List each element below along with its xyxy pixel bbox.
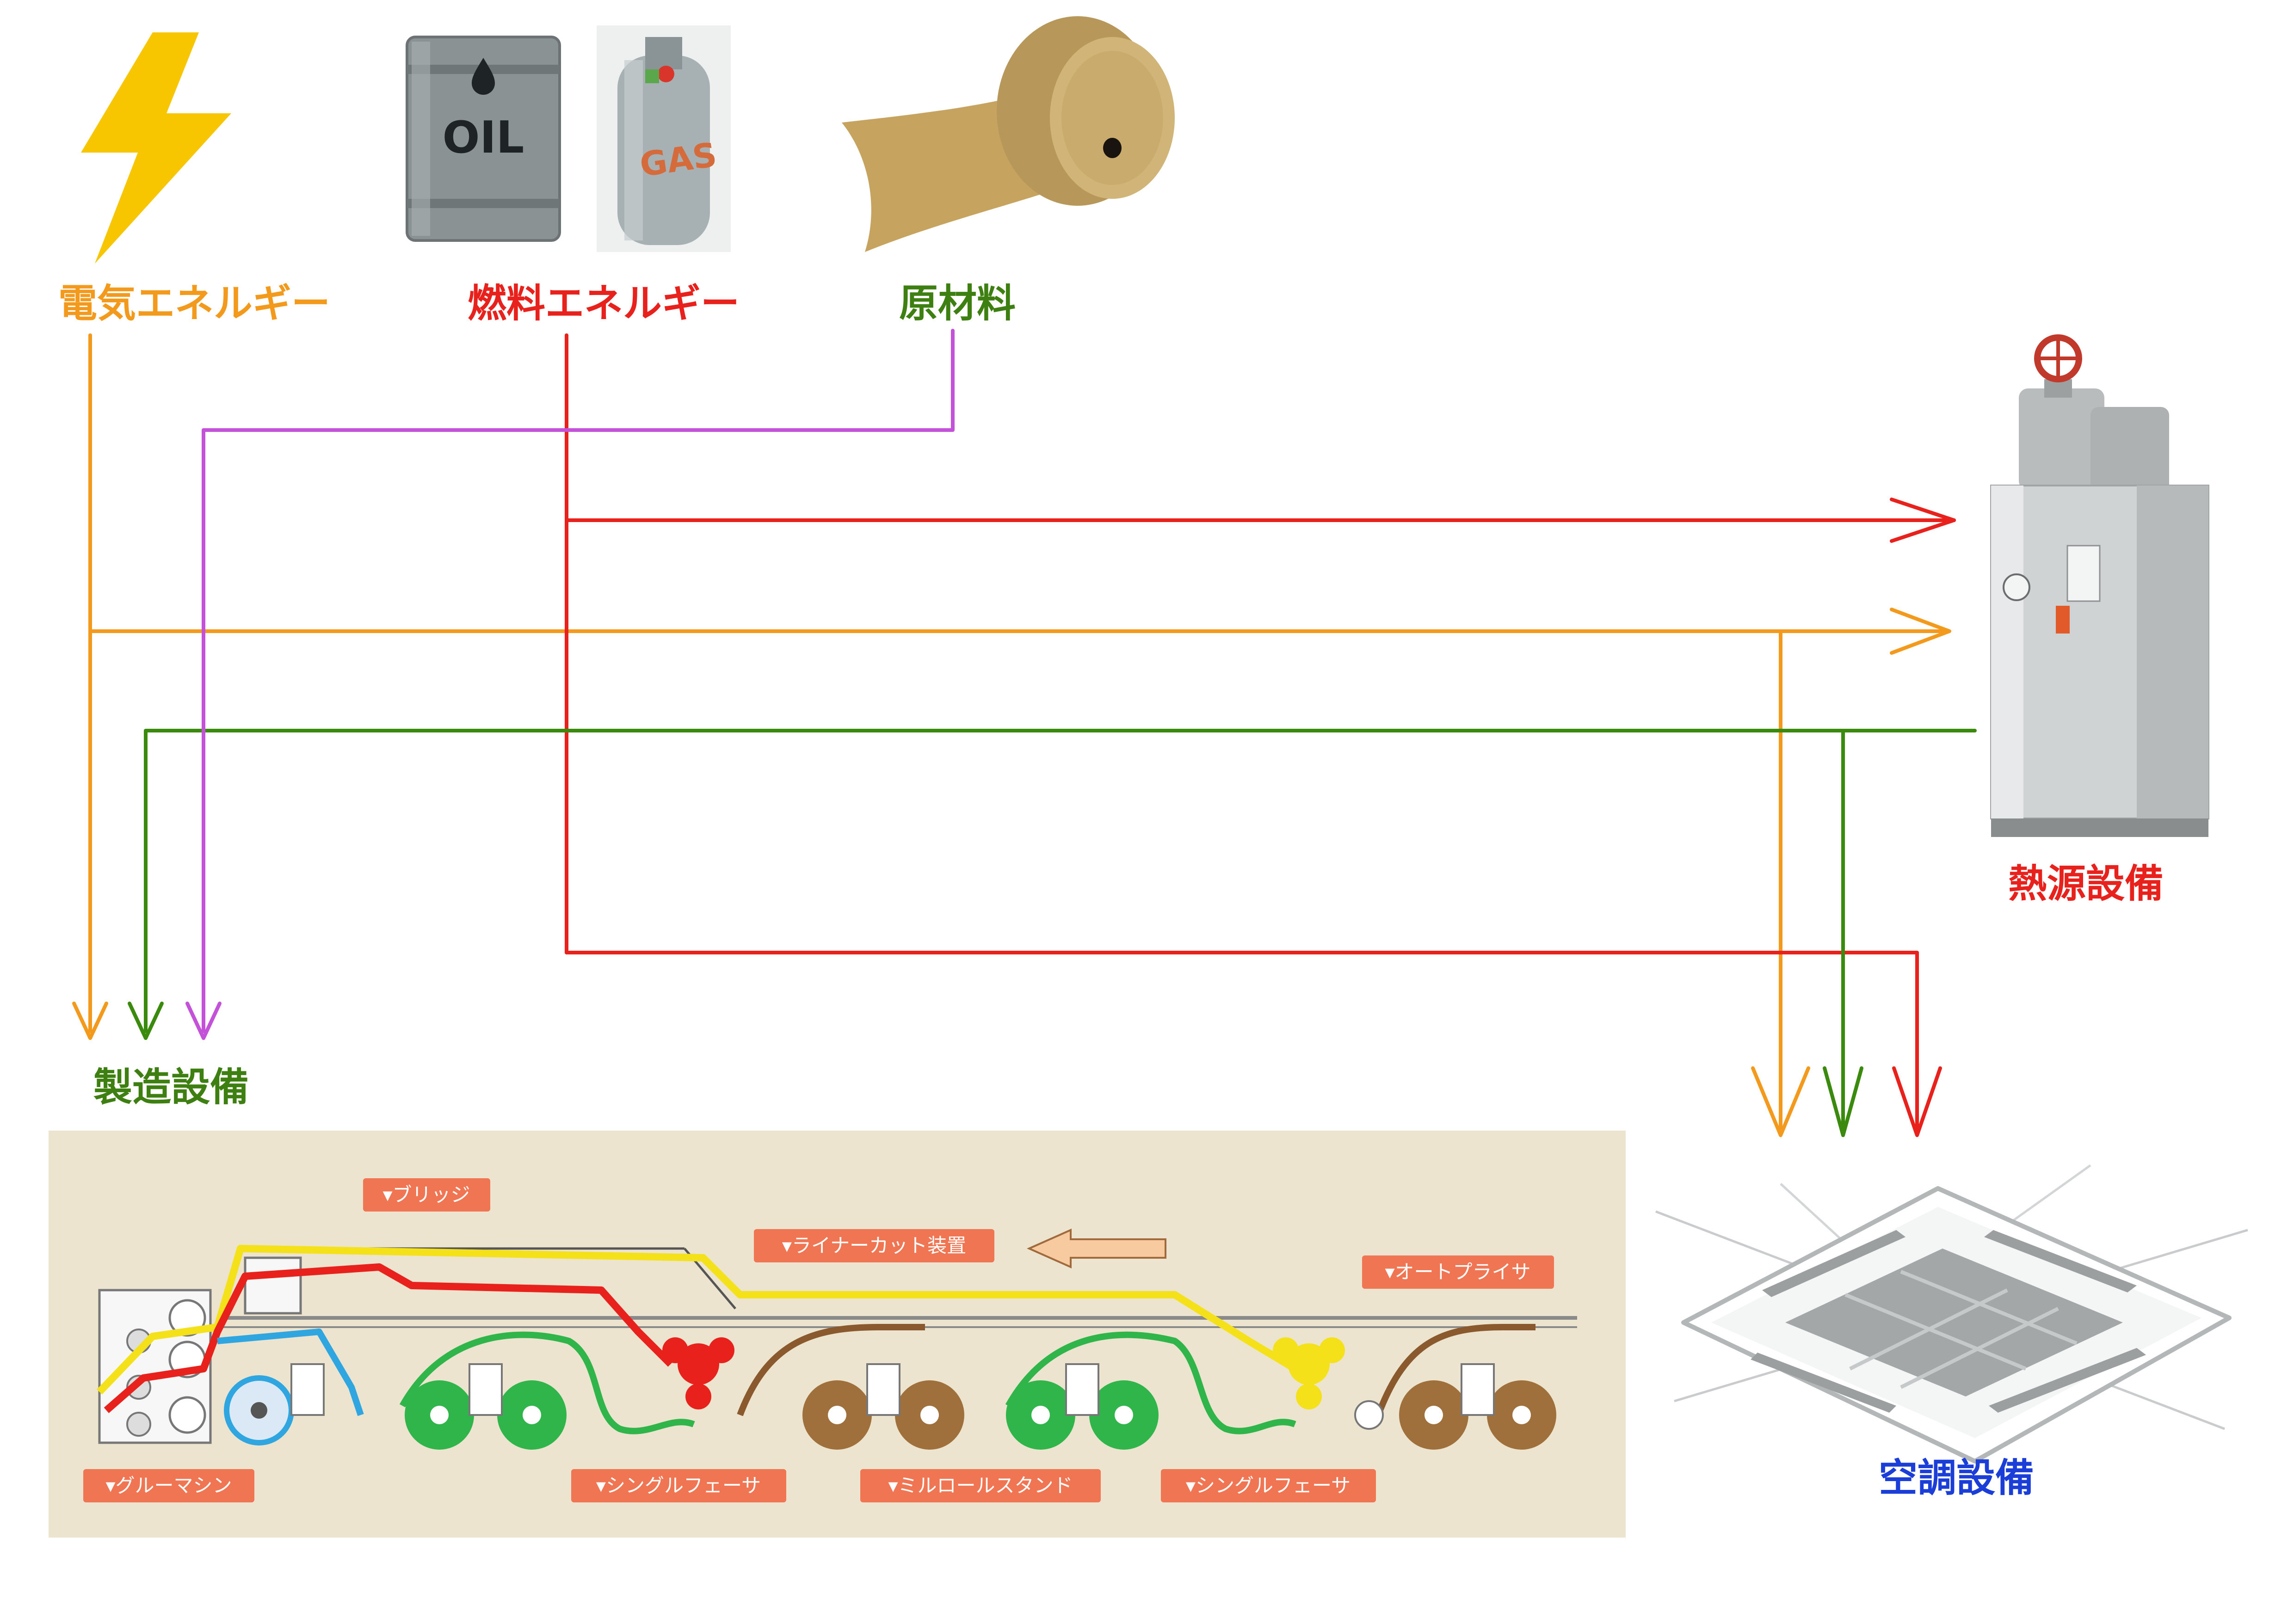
arrowhead-fuel-heat <box>1890 498 1956 543</box>
steam-flow-to-manufacturing <box>144 729 1977 1033</box>
arrowhead-electric-mfg <box>72 1002 108 1040</box>
oil-drum-text: OIL <box>443 112 524 163</box>
tag-bridge-text: ▾ブリッジ <box>382 1183 470 1206</box>
flow-lines <box>88 329 1977 1130</box>
arrowhead-steam-ac <box>1823 1066 1863 1137</box>
fuel-energy-label: 燃料エネルギー <box>468 281 740 326</box>
arrowhead-electric-ac <box>1751 1066 1810 1137</box>
lightning-bolt-icon <box>81 32 231 264</box>
arrowhead-steam-mfg <box>128 1002 164 1040</box>
tag-liner-cut-text: ▾ライナーカット装置 <box>782 1234 966 1257</box>
corrugator-schematic <box>49 1131 1626 1538</box>
manufacturing-label: 製造設備 <box>93 1064 249 1110</box>
oil-drum-icon: OIL <box>406 36 561 242</box>
tag-glue-machine-text: ▾グルーマシン <box>105 1474 232 1497</box>
electric-energy-label: 電気エネルギー <box>58 281 330 326</box>
arrowhead-material-mfg <box>185 1002 222 1040</box>
raw-material-label: 原材料 <box>899 281 1016 326</box>
gas-cylinder-icon: GAS <box>597 25 731 252</box>
paper-roll-icon <box>842 16 1175 252</box>
tag-single-facer-2-text: ▾シングルフェーサ <box>1186 1474 1350 1497</box>
air-conditioning-label: 空調設備 <box>1879 1455 2034 1501</box>
tag-mill-roll-stand-text: ▾ミルロールスタンド <box>888 1474 1073 1497</box>
air-conditioner-icon <box>1655 1164 2248 1464</box>
tag-mill-roll-stand: ▾ミルロールスタンド <box>860 1469 1101 1502</box>
tag-single-facer-2: ▾シングルフェーサ <box>1161 1469 1376 1502</box>
arrowhead-electric-heat <box>1890 608 1951 655</box>
tag-liner-cut: ▾ライナーカット装置 <box>754 1229 994 1262</box>
direction-arrow-icon <box>1027 1228 1166 1269</box>
tag-auto-splicer: ▾オートプライサ <box>1362 1255 1554 1289</box>
material-flow-to-manufacturing <box>202 329 955 1033</box>
tag-glue-machine: ▾グルーマシン <box>83 1469 254 1502</box>
heat-source-label: 熱源設備 <box>2008 861 2164 906</box>
fuel-flow-to-air-conditioning <box>565 951 1919 1130</box>
tag-bridge: ▾ブリッジ <box>363 1178 490 1212</box>
arrowhead-fuel-ac <box>1892 1066 1942 1137</box>
boiler-icon <box>1975 328 2234 837</box>
tag-single-facer-1: ▾シングルフェーサ <box>571 1469 786 1502</box>
tag-single-facer-1-text: ▾シングルフェーサ <box>596 1474 761 1497</box>
arrowheads <box>72 498 1956 1137</box>
tag-auto-splicer-text: ▾オートプライサ <box>1385 1261 1530 1283</box>
